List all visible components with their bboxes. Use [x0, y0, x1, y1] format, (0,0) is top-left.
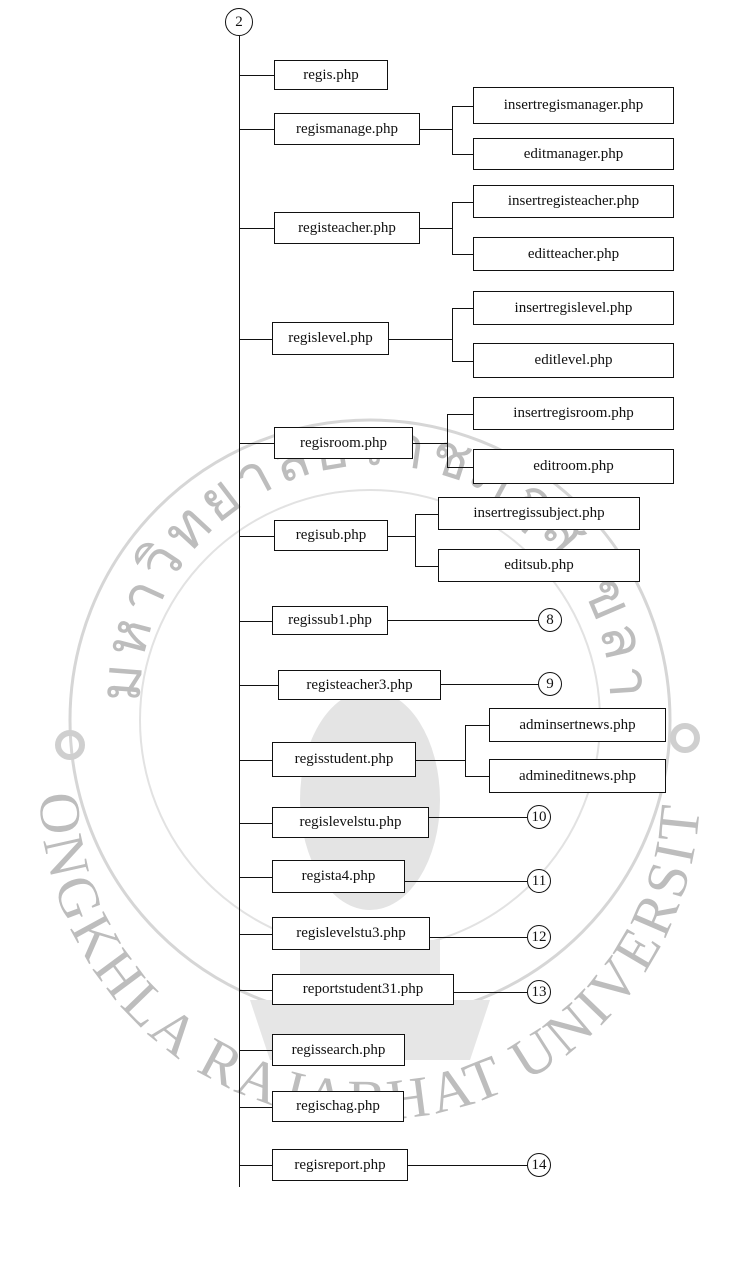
child-branch-line: [465, 725, 466, 776]
child-branch-line: [447, 467, 473, 468]
page-box-regis[interactable]: regis.php: [274, 60, 388, 90]
trunk-branch-line: [239, 934, 272, 935]
trunk-branch-line: [239, 443, 274, 444]
connector-line: [388, 620, 538, 621]
connector-line: [430, 937, 527, 938]
child-branch-line: [389, 339, 452, 340]
trunk-branch-line: [239, 129, 274, 130]
child-branch-line: [452, 202, 473, 203]
connector-line: [405, 881, 527, 882]
child-page-box-editroom[interactable]: editroom.php: [473, 449, 674, 484]
child-branch-line: [415, 514, 438, 515]
child-page-box-insertregissubject[interactable]: insertregissubject.php: [438, 497, 640, 530]
child-branch-line: [452, 308, 453, 361]
child-branch-line: [388, 536, 415, 537]
trunk-branch-line: [239, 621, 272, 622]
child-branch-line: [447, 414, 473, 415]
trunk-branch-line: [239, 823, 272, 824]
child-page-box-editlevel[interactable]: editlevel.php: [473, 343, 674, 378]
page-box-regissearch[interactable]: regissearch.php: [272, 1034, 405, 1066]
child-branch-line: [420, 129, 452, 130]
trunk-branch-line: [239, 339, 272, 340]
connector-circle-10: 10: [527, 805, 551, 829]
page-box-regissub1[interactable]: regissub1.php: [272, 606, 388, 635]
page-box-regismanage[interactable]: regismanage.php: [274, 113, 420, 145]
child-page-box-insertregismanager[interactable]: insertregismanager.php: [473, 87, 674, 124]
trunk-branch-line: [239, 685, 278, 686]
connector-line: [408, 1165, 527, 1166]
page-box-registeacher3[interactable]: registeacher3.php: [278, 670, 441, 700]
connector-circle-8: 8: [538, 608, 562, 632]
child-branch-line: [413, 443, 447, 444]
trunk-branch-line: [239, 228, 274, 229]
trunk-branch-line: [239, 1165, 272, 1166]
child-page-box-insertregisteacher[interactable]: insertregisteacher.php: [473, 185, 674, 218]
trunk-branch-line: [239, 1107, 272, 1108]
connector-circle-14: 14: [527, 1153, 551, 1177]
child-page-box-insertregisroom[interactable]: insertregisroom.php: [473, 397, 674, 430]
connector-line: [441, 684, 538, 685]
child-branch-line: [420, 228, 452, 229]
child-page-box-adminsertnews[interactable]: adminsertnews.php: [489, 708, 666, 742]
connector-circle-11: 11: [527, 869, 551, 893]
connector-line: [429, 817, 527, 818]
page-box-regisroom[interactable]: regisroom.php: [274, 427, 413, 459]
child-page-box-editmanager[interactable]: editmanager.php: [473, 138, 674, 170]
page-box-regista4[interactable]: regista4.php: [272, 860, 405, 893]
child-branch-line: [416, 760, 465, 761]
child-branch-line: [452, 254, 473, 255]
connector-circle-9: 9: [538, 672, 562, 696]
child-branch-line: [452, 154, 473, 155]
child-page-box-admineditnews[interactable]: admineditnews.php: [489, 759, 666, 793]
trunk-branch-line: [239, 877, 272, 878]
trunk-branch-line: [239, 990, 272, 991]
child-branch-line: [452, 361, 473, 362]
child-branch-line: [452, 106, 473, 107]
page-box-reportstudent31[interactable]: reportstudent31.php: [272, 974, 454, 1005]
trunk-branch-line: [239, 75, 274, 76]
page-box-regisreport[interactable]: regisreport.php: [272, 1149, 408, 1181]
child-branch-line: [465, 776, 489, 777]
child-branch-line: [452, 202, 453, 254]
child-page-box-editsub[interactable]: editsub.php: [438, 549, 640, 582]
child-branch-line: [452, 308, 473, 309]
page-box-regisub[interactable]: regisub.php: [274, 520, 388, 551]
page-box-regislevel[interactable]: regislevel.php: [272, 322, 389, 355]
child-page-box-editteacher[interactable]: editteacher.php: [473, 237, 674, 271]
child-branch-line: [465, 725, 489, 726]
page-box-regischag[interactable]: regischag.php: [272, 1091, 404, 1122]
child-page-box-insertregislevel[interactable]: insertregislevel.php: [473, 291, 674, 325]
connector-circle-13: 13: [527, 980, 551, 1004]
root-connector-circle: 2: [225, 8, 253, 36]
trunk-branch-line: [239, 536, 274, 537]
page-box-registeacher[interactable]: registeacher.php: [274, 212, 420, 244]
trunk-branch-line: [239, 760, 272, 761]
page-box-regislevelstu[interactable]: regislevelstu.php: [272, 807, 429, 838]
child-branch-line: [452, 106, 453, 154]
child-branch-line: [415, 566, 438, 567]
page-box-regisstudent[interactable]: regisstudent.php: [272, 742, 416, 777]
child-branch-line: [415, 514, 416, 566]
trunk-branch-line: [239, 1050, 272, 1051]
trunk-line: [239, 36, 240, 1187]
page-box-regislevelstu3[interactable]: regislevelstu3.php: [272, 917, 430, 950]
connector-line: [454, 992, 527, 993]
connector-circle-12: 12: [527, 925, 551, 949]
child-branch-line: [447, 414, 448, 467]
